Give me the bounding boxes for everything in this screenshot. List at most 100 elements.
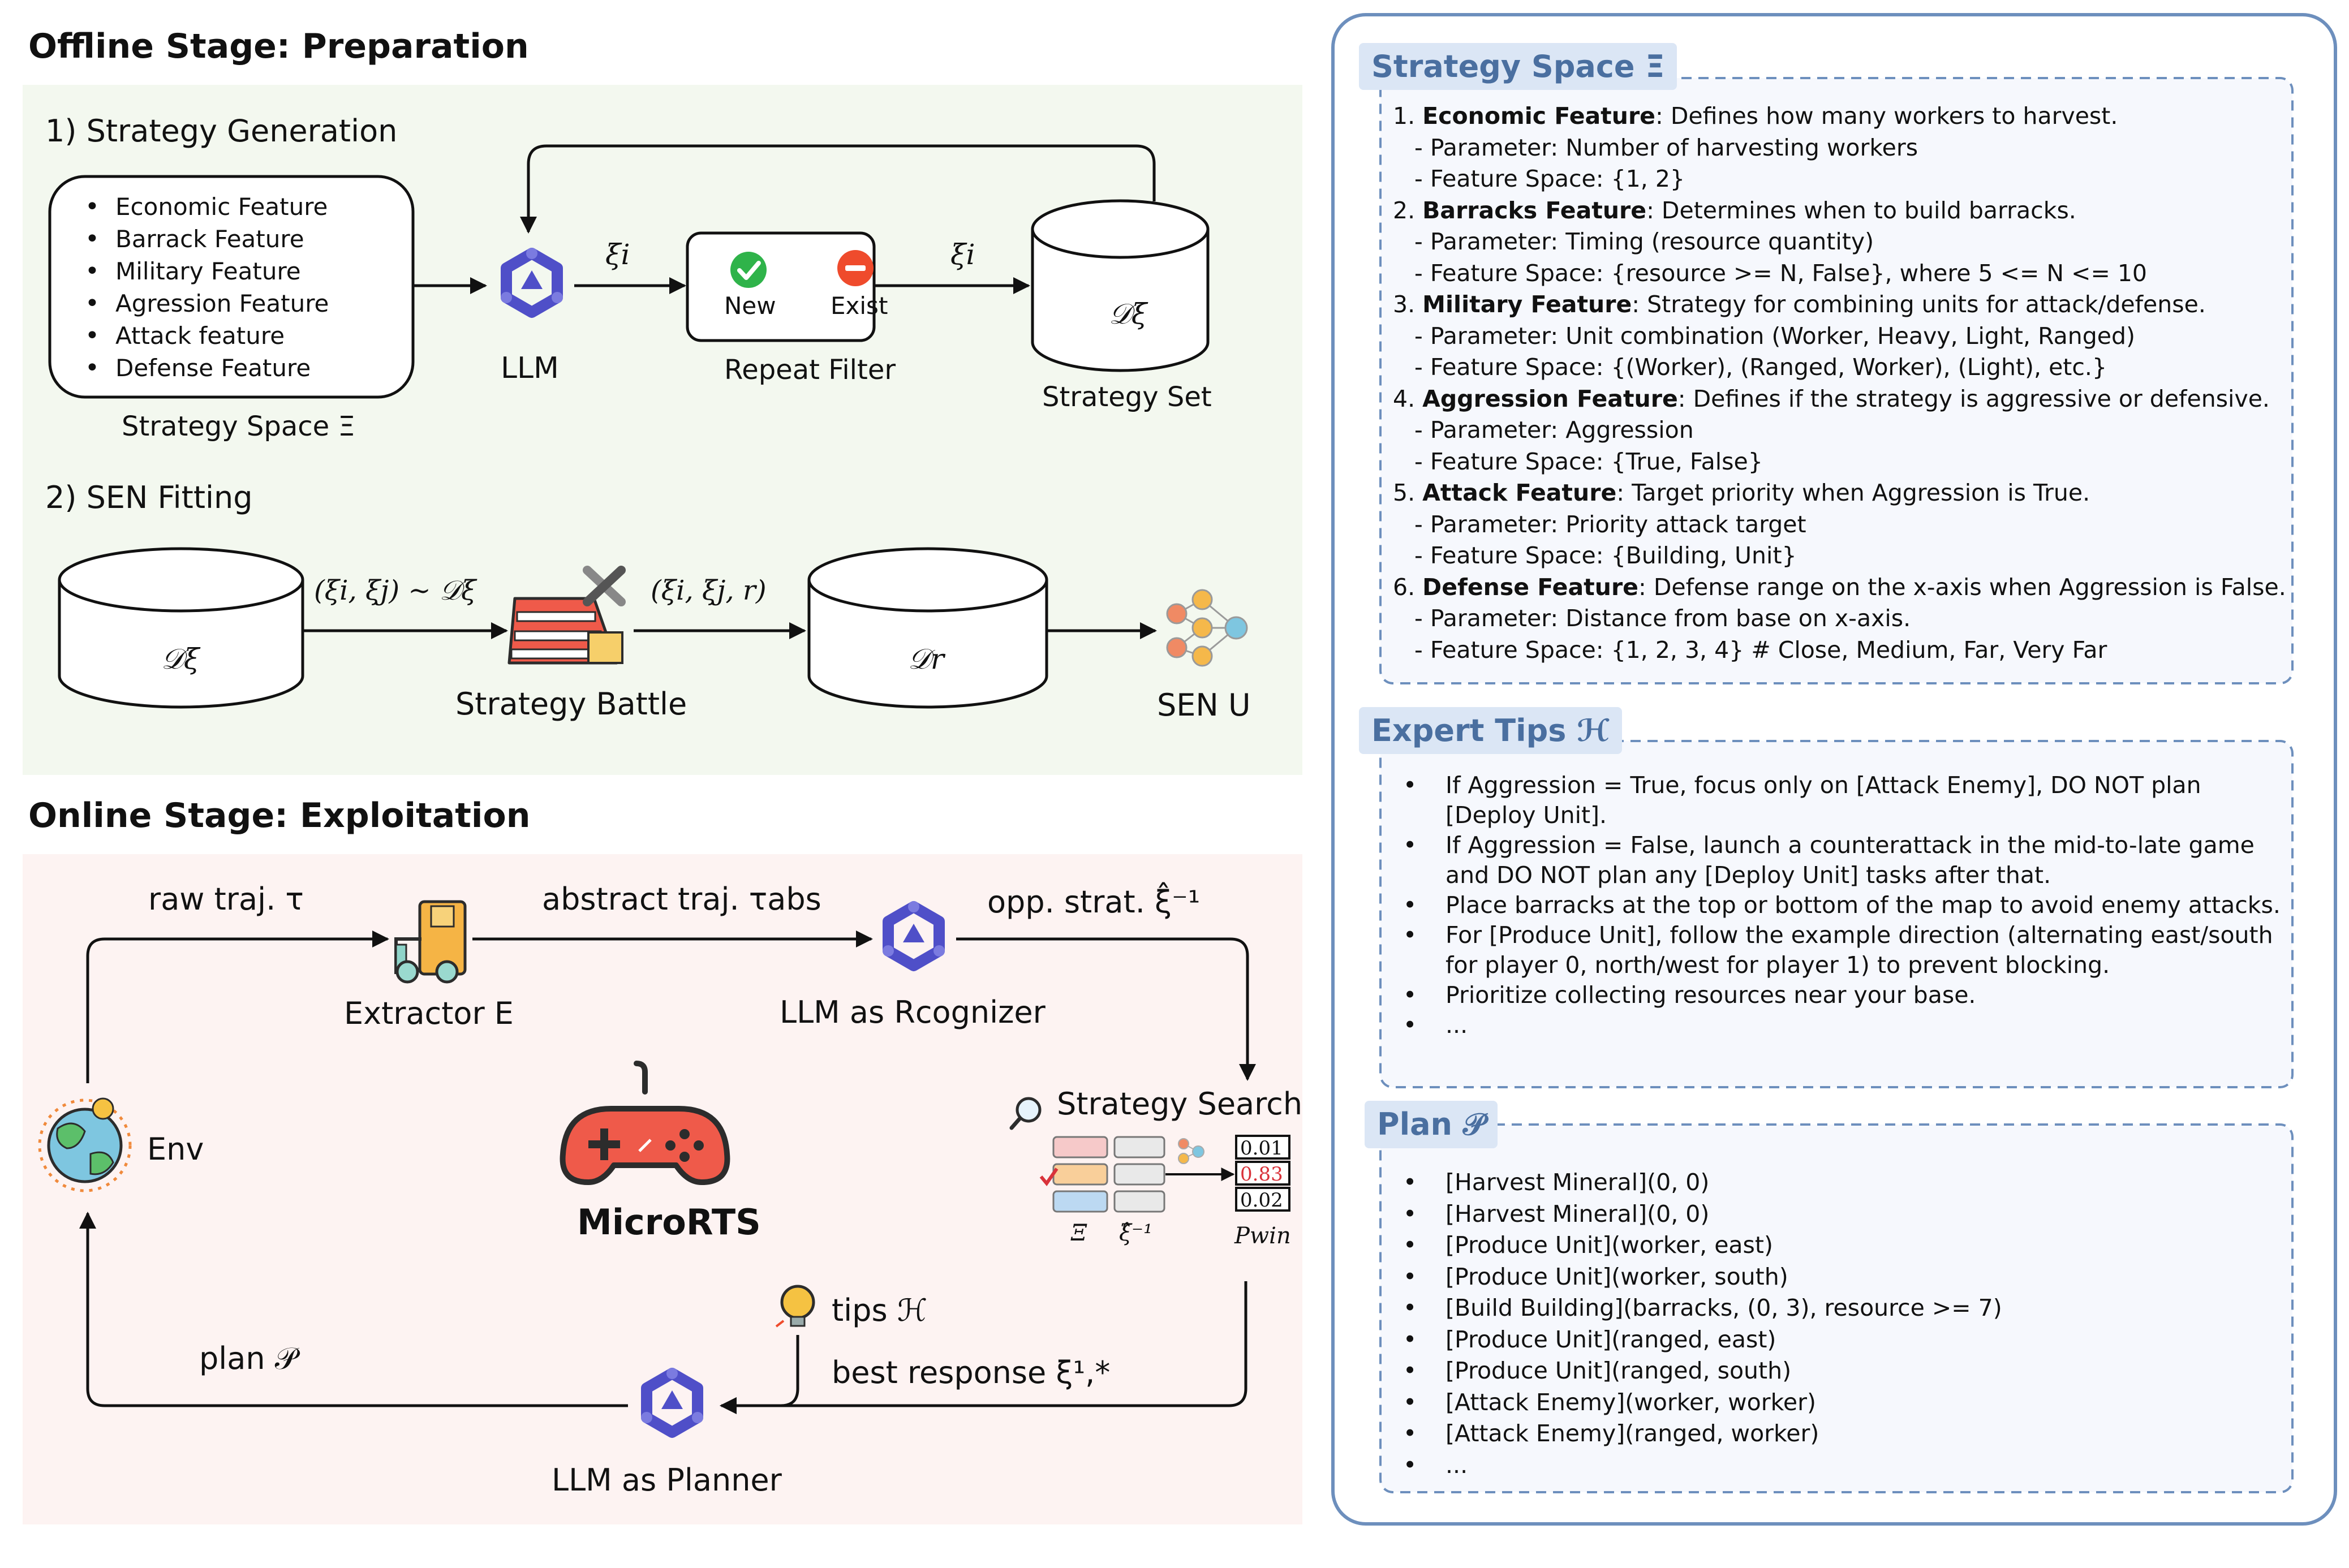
strategy-space-tag: Strategy Space Ξ [1359,43,1677,90]
plan-item: [Produce Unit](ranged, south) [1380,1355,2286,1387]
recognizer-label: LLM as Rcognizer [780,994,1046,1030]
sen-fitting-title: 2) SEN Fitting [45,480,253,515]
feature-param: - Parameter: Timing (resource quantity) [1414,228,1874,255]
strategy-generation-title: 1) Strategy Generation [45,113,398,149]
planner-label: LLM as Planner [552,1462,782,1498]
plan-item: [Produce Unit](worker, south) [1380,1261,2286,1293]
feature-num: 5. [1393,479,1416,506]
expert-tips-content: If Aggression = True, focus only on [Att… [1380,770,2286,1040]
feature-name: Attack Feature [1422,479,1617,506]
new-label: New [724,292,776,320]
feature-item: Defense Feature [85,352,329,384]
pwin-boxes [1235,1135,1290,1212]
feature-name: Defense Feature [1422,573,1638,601]
d-r-top [807,547,1048,613]
tip-item: If Aggression = False, launch a countera… [1380,830,2286,890]
check-icon [730,252,767,288]
online-stage-title: Online Stage: Exploitation [28,796,531,835]
offline-stage-title: Offline Stage: Preparation [28,27,529,66]
tip-item: Place barracks at the top or bottom of t… [1380,890,2286,920]
feature-item: Economic Feature [85,191,329,223]
feature-item: Barrack Feature [85,223,329,255]
d-xi-symbol: 𝒟ξ [161,643,200,675]
d-r-symbol: 𝒟r [908,643,944,675]
arrow-search-to-planner [720,1281,1247,1414]
strategy-table [1039,1136,1165,1213]
strategy-space-content: 1. Economic Feature: Defines how many wo… [1393,101,2286,666]
plan-item: ... [1380,1450,2286,1481]
expert-tips-tag: Expert Tips ℋ [1359,707,1623,754]
strategy-set-top [1031,199,1210,259]
extractor-label: Extractor E [344,996,514,1031]
tip-item: Prioritize collecting resources near you… [1380,980,2286,1010]
strategy-space-box [1379,77,2294,684]
feature-num: 6. [1393,573,1416,601]
extractor-icon [394,900,467,984]
plan-tag: Plan 𝒫 [1365,1101,1498,1148]
llm-label: LLM [501,351,559,385]
feature-num: 2. [1393,196,1416,224]
feature-name: Military Feature [1422,291,1632,318]
pwin-value-2: 0.83 [1240,1163,1283,1186]
d-xi-cylinder [58,580,304,709]
arrow-env-to-extractor [86,931,389,1083]
plan-item: [Harvest Mineral](0, 0) [1380,1167,2286,1199]
strategy-set-symbol: 𝒟ξ [1109,298,1147,330]
feature-num: 3. [1393,291,1416,318]
feature-item: Attack feature [85,320,329,352]
tips-label: tips ℋ [832,1293,928,1328]
feature-name: Economic Feature [1422,102,1655,130]
feature-space: - Feature Space: {1, 2, 3, 4} # Close, M… [1414,636,2107,664]
feature-param: - Parameter: Distance from base on x-axi… [1414,605,1911,632]
strategy-space-label: Strategy Space Ξ [122,411,355,442]
plan-item: [Produce Unit](worker, east) [1380,1230,2286,1261]
tip-item: For [Produce Unit], follow the example d… [1380,920,2286,980]
pwin-column-label: Pwin [1234,1223,1291,1249]
feature-desc: : Defines if the strategy is aggressive … [1677,385,2270,412]
plan-item: [Build Building](barracks, (0, 3), resou… [1380,1293,2286,1324]
lightbulb-icon [775,1285,815,1328]
feature-space: - Feature Space: {Building, Unit} [1414,542,1797,569]
env-label: Env [147,1131,204,1167]
gamepad-icon [560,1061,730,1185]
opp-strat-label: opp. strat. ξ̂⁻¹ [987,884,1201,920]
online-stage-bg [23,854,1302,1524]
tip-item: ... [1380,1010,2286,1040]
feature-num: 1. [1393,102,1416,130]
xi-column-label: Ξ [1071,1220,1087,1246]
arrow-recognizer-to-search [956,937,1256,1081]
feature-space: - Feature Space: {resource >= N, False},… [1414,259,2148,287]
arrow-planner-to-env [79,1212,628,1407]
small-network-icon [1178,1138,1204,1164]
repeat-filter-box [686,231,876,342]
plan-label: plan 𝒫 [199,1341,297,1376]
feature-name: Barracks Feature [1422,196,1647,224]
colosseum-battle-icon [507,566,626,665]
sample-label: (ξi, ξj) ∼ 𝒟ξ [314,575,476,606]
strategy-search-label: Strategy Search [1057,1086,1303,1122]
feature-space: - Feature Space: {1, 2} [1414,165,1685,192]
xi-label-1: ξi [605,238,630,271]
plan-item: [Produce Unit](ranged, east) [1380,1324,2286,1356]
battle-result-label: (ξi, ξj, r) [651,575,767,606]
feature-space: - Feature Space: {True, False} [1414,447,1763,475]
minus-icon [837,250,874,286]
feature-num: 4. [1393,385,1416,412]
feature-param: - Parameter: Number of harvesting worker… [1414,133,1918,161]
search-icon [1009,1097,1042,1130]
opp-column-label: ξ̂⁻¹ [1119,1220,1153,1246]
feature-desc: : Target priority when Aggression is Tru… [1616,479,2090,506]
plan-item: [Attack Enemy](worker, worker) [1380,1387,2286,1419]
strategy-battle-label: Strategy Battle [455,686,687,722]
feature-space: - Feature Space: {(Worker), (Ranged, Wor… [1414,354,2107,381]
d-xi-top [58,547,304,613]
tip-item: If Aggression = True, focus only on [Att… [1380,770,2286,830]
feature-desc: : Defines how many workers to harvest. [1655,102,2118,130]
feature-desc: : Strategy for combining units for attac… [1632,291,2206,318]
globe-icon [38,1097,132,1192]
plan-item: [Attack Enemy](ranged, worker) [1380,1418,2286,1450]
arrow-set-feedback [520,144,1156,234]
xi-label-2: ξi [950,238,975,271]
feature-list: Economic Feature Barrack Feature Militar… [85,191,329,384]
feature-param: - Parameter: Aggression [1414,416,1694,443]
